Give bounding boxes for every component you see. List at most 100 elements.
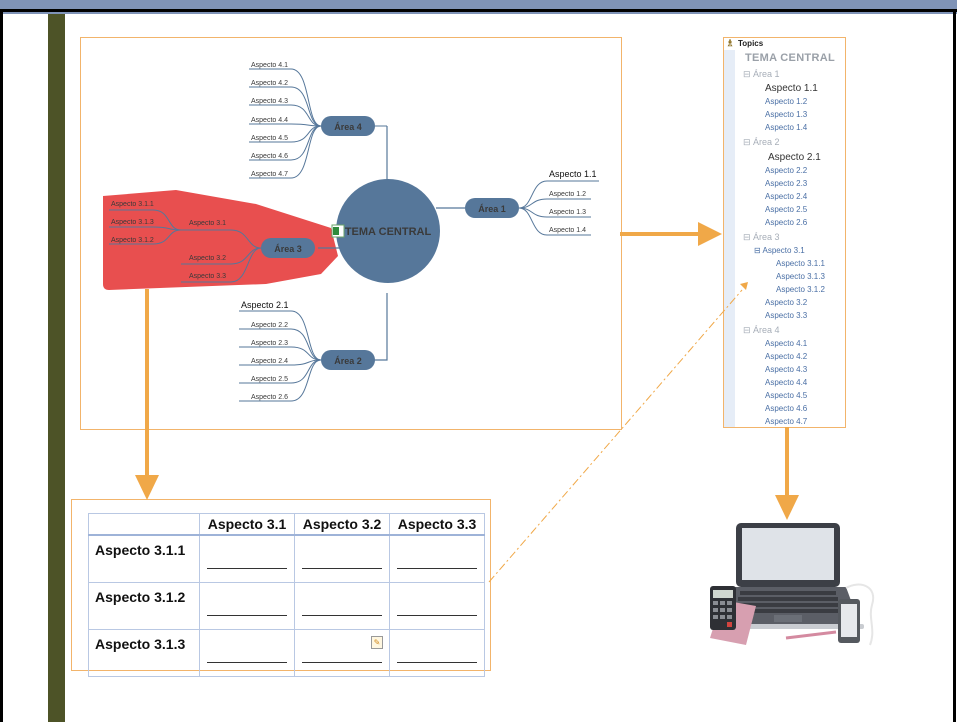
- topic-item[interactable]: Aspecto 2.2: [765, 166, 808, 175]
- blank-line[interactable]: [207, 650, 287, 663]
- collapse-icon[interactable]: ⊟: [743, 232, 754, 242]
- table-cell[interactable]: [294, 582, 390, 630]
- aspect-2-6-label[interactable]: Aspecto 2.6: [251, 394, 288, 401]
- aspect-1-2-label[interactable]: Aspecto 1.2: [549, 191, 586, 198]
- topic-item[interactable]: Aspecto 4.6: [765, 404, 808, 413]
- blank-line[interactable]: [397, 603, 477, 616]
- blank-line[interactable]: [302, 603, 382, 616]
- topic-item[interactable]: Aspecto 4.7: [765, 417, 808, 426]
- aspect-2-5-label[interactable]: Aspecto 2.5: [251, 376, 288, 383]
- collapse-icon[interactable]: ⊟: [743, 325, 754, 335]
- aspect-4-5-label[interactable]: Aspecto 4.5: [251, 135, 288, 142]
- topic-area-1[interactable]: ⊟ Área 1: [743, 69, 780, 80]
- central-node[interactable]: [336, 179, 440, 283]
- topic-area-2-label: Área 2: [753, 137, 780, 147]
- topic-item[interactable]: Aspecto 2.3: [765, 179, 808, 188]
- topic-item[interactable]: ⊟ Aspecto 3.1: [754, 246, 805, 255]
- aspect-4-1-label[interactable]: Aspecto 4.1: [251, 62, 288, 69]
- table-cell[interactable]: [199, 582, 295, 630]
- aspect-3-1-1-label[interactable]: Aspecto 3.1.1: [111, 201, 154, 208]
- topic-item[interactable]: Aspecto 4.2: [765, 352, 808, 361]
- topic-item[interactable]: Aspecto 1.3: [765, 110, 808, 119]
- topic-area-3[interactable]: ⊟ Área 3: [743, 232, 780, 243]
- row-header: Aspecto 3.1.3: [88, 629, 200, 677]
- topic-item[interactable]: Aspecto 1.1: [765, 83, 818, 94]
- aspect-4-3-label[interactable]: Aspecto 4.3: [251, 98, 288, 105]
- aspect-3-1-label[interactable]: Aspecto 3.1: [189, 220, 226, 227]
- top-border: [0, 9, 957, 12]
- topic-area-4[interactable]: ⊟ Área 4: [743, 325, 780, 336]
- table-cell[interactable]: ✎: [294, 629, 390, 677]
- aspect-3-3-label[interactable]: Aspecto 3.3: [189, 273, 226, 280]
- earphones-icon: [845, 583, 875, 646]
- table-cell[interactable]: [294, 534, 390, 583]
- area2-branches: [239, 310, 322, 402]
- area2-node[interactable]: [321, 350, 375, 370]
- topic-subitem[interactable]: Aspecto 3.1.2: [776, 285, 825, 294]
- topic-item[interactable]: Aspecto 4.1: [765, 339, 808, 348]
- table-row: Aspecto 3.1.3 ✎: [88, 629, 485, 677]
- area3-node[interactable]: [261, 238, 315, 258]
- area3-branches: [109, 209, 262, 283]
- topic-item[interactable]: Aspecto 3.3: [765, 311, 808, 320]
- right-border: [953, 9, 956, 722]
- topic-item[interactable]: Aspecto 4.5: [765, 391, 808, 400]
- topic-item[interactable]: Aspecto 2.5: [765, 205, 808, 214]
- table-row: Aspecto 3.1.1: [88, 534, 485, 583]
- aspect-3-2-label[interactable]: Aspecto 3.2: [189, 255, 226, 262]
- aspect-4-4-label[interactable]: Aspecto 4.4: [251, 117, 288, 124]
- aspect-1-3-label[interactable]: Aspecto 1.3: [549, 209, 586, 216]
- topic-item[interactable]: Aspecto 1.4: [765, 123, 808, 132]
- topic-item[interactable]: Aspecto 4.3: [765, 365, 808, 374]
- topic-item[interactable]: Aspecto 3.2: [765, 298, 808, 307]
- aspect-2-4-label[interactable]: Aspecto 2.4: [251, 358, 288, 365]
- topic-item[interactable]: Aspecto 2.4: [765, 192, 808, 201]
- aspect-1-4-label[interactable]: Aspecto 1.4: [549, 227, 586, 234]
- blank-line[interactable]: [302, 650, 382, 663]
- table-cell[interactable]: [199, 534, 295, 583]
- mindmap-canvas: TEMA CENTRAL Área 4 Área 1 Área 3 Área 2…: [103, 62, 599, 402]
- table-cell[interactable]: [199, 629, 295, 677]
- topic-area-2[interactable]: ⊟ Área 2: [743, 137, 780, 148]
- blank-line[interactable]: [397, 650, 477, 663]
- aspect-1-1-label[interactable]: Aspecto 1.1: [549, 169, 597, 179]
- table-cell[interactable]: [389, 534, 485, 583]
- area4-node[interactable]: [321, 116, 375, 136]
- blank-line[interactable]: [302, 556, 382, 569]
- topic-item[interactable]: Aspecto 2.1: [768, 152, 821, 163]
- laptop-illustration: [700, 520, 880, 655]
- area1-node-label: Área 1: [478, 204, 506, 214]
- topic-item[interactable]: Aspecto 1.2: [765, 97, 808, 106]
- aspect-2-1-label[interactable]: Aspecto 2.1: [241, 300, 289, 310]
- aspect-4-2-label[interactable]: Aspecto 4.2: [251, 80, 288, 87]
- topic-item[interactable]: Aspecto 4.4: [765, 378, 808, 387]
- table-cell[interactable]: [389, 582, 485, 630]
- left-border: [0, 9, 3, 722]
- aspect-2-2-label[interactable]: Aspecto 2.2: [251, 322, 288, 329]
- collapse-icon[interactable]: ⊟: [743, 137, 754, 147]
- aspect-4-6-label[interactable]: Aspecto 4.6: [251, 153, 288, 160]
- area3-node-label: Área 3: [274, 244, 302, 254]
- spreadsheet-icon[interactable]: [331, 224, 345, 238]
- note-icon[interactable]: ✎: [371, 636, 383, 649]
- arrow-to-table-head: [135, 475, 159, 500]
- laptop-display: [742, 528, 834, 580]
- collapse-icon[interactable]: ⊟: [743, 69, 754, 79]
- topic-subitem[interactable]: Aspecto 3.1.3: [776, 272, 825, 281]
- aspect-2-3-label[interactable]: Aspecto 2.3: [251, 340, 288, 347]
- laptop-edge: [714, 624, 864, 629]
- collapse-icon[interactable]: ⊟: [754, 246, 763, 255]
- area1-node[interactable]: [465, 198, 519, 218]
- blank-line[interactable]: [397, 556, 477, 569]
- topic-item[interactable]: Aspecto 2.6: [765, 218, 808, 227]
- topic-subitem[interactable]: Aspecto 3.1.1: [776, 259, 825, 268]
- aspect-3-1-3-label[interactable]: Aspecto 3.1.3: [111, 219, 154, 226]
- table-cell[interactable]: [389, 629, 485, 677]
- left-accent-bar: [48, 14, 65, 722]
- aspect-3-1-2-label[interactable]: Aspecto 3.1.2: [111, 237, 154, 244]
- column-header: Aspecto 3.2: [294, 513, 390, 536]
- topic-root[interactable]: TEMA CENTRAL: [745, 52, 835, 64]
- blank-line[interactable]: [207, 556, 287, 569]
- blank-line[interactable]: [207, 603, 287, 616]
- aspect-4-7-label[interactable]: Aspecto 4.7: [251, 171, 288, 178]
